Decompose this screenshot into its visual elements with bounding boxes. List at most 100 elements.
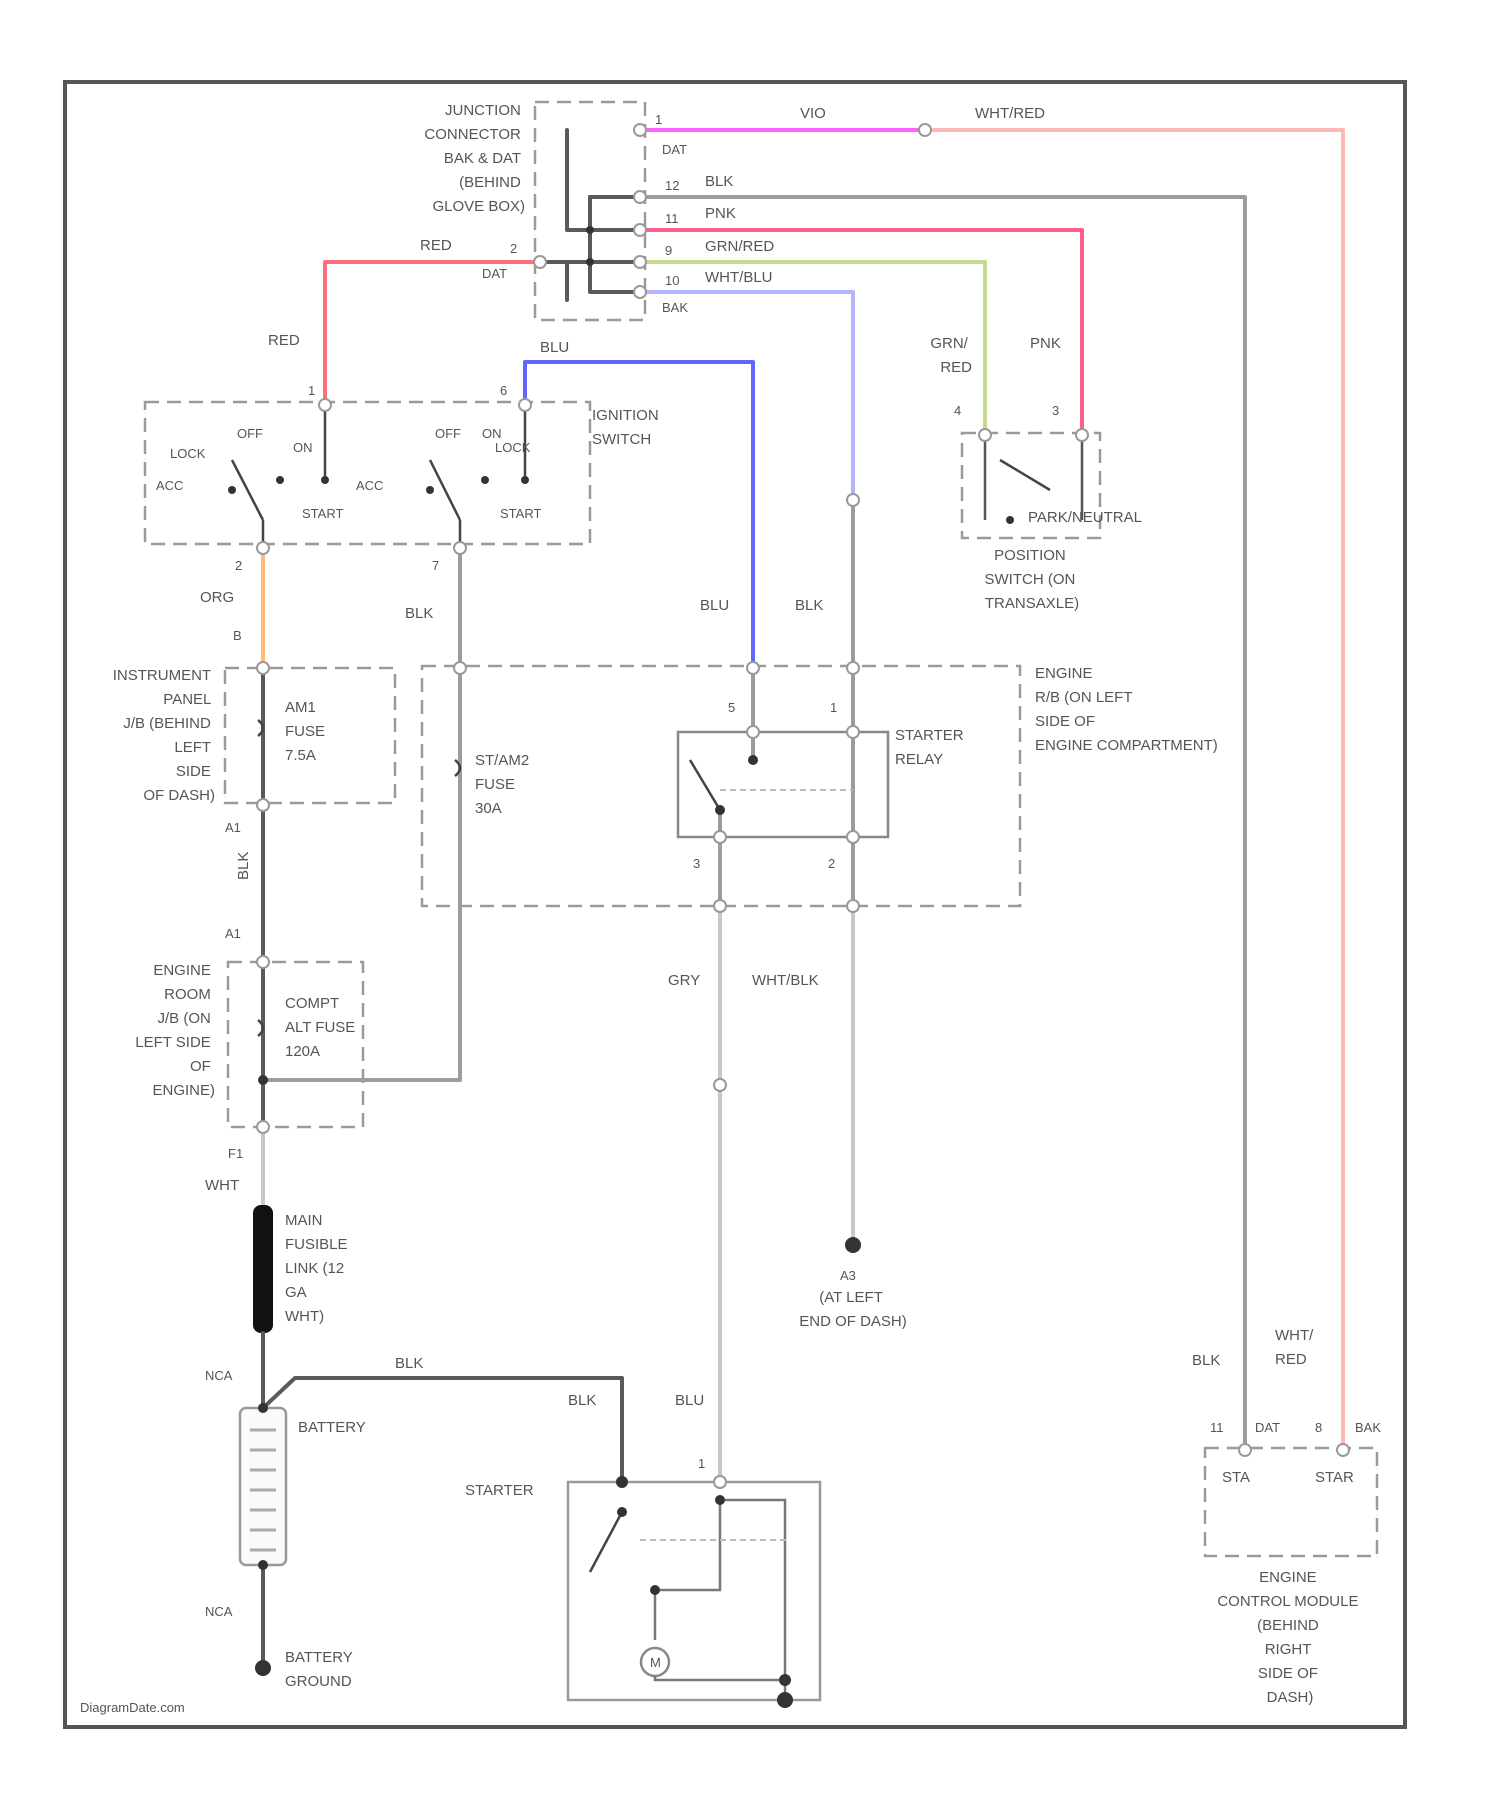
label-wht-red: WHT/RED [975, 105, 1045, 122]
junction-connector-label: JUNCTION CONNECTOR BAK & DAT (BEHIND GLO… [424, 102, 525, 215]
ignition-right-blade [430, 460, 460, 520]
label-blk-ign: BLK [405, 605, 433, 622]
label-blu-mid: BLU [700, 597, 729, 614]
ign-right-acc: ACC [356, 478, 383, 493]
starter-relay-label: STARTER RELAY [895, 727, 968, 768]
pin-ground-a3: A3 [840, 1268, 856, 1283]
watermark: DiagramDate.com [80, 1700, 185, 1715]
ign-left-start: START [302, 506, 343, 521]
engine-room-jb-label: ENGINE ROOM J/B (ON LEFT SIDE OF ENGINE) [135, 962, 215, 1099]
label-blu-top: BLU [540, 339, 569, 356]
pin-relay-3: 3 [693, 856, 700, 871]
ignition-switch-label: IGNITION SWITCH [592, 407, 663, 448]
fusible-link [253, 1205, 273, 1333]
wire-wht-red [925, 130, 1343, 1450]
position-switch-label: POSITION SWITCH (ON TRANSAXLE) [985, 547, 1080, 612]
label-wht-blk: WHT/BLK [752, 972, 819, 989]
pin-jc-10: 10 [665, 273, 679, 288]
label-blk-ecm: BLK [1192, 1352, 1220, 1369]
pin-ign-7: 7 [432, 558, 439, 573]
instrument-panel-jb-label: INSTRUMENT PANEL J/B (BEHIND LEFT SIDE O… [113, 667, 215, 804]
pin-fuse-f1: F1 [228, 1146, 243, 1161]
pin-ecm-dat: DAT [1255, 1420, 1280, 1435]
pin-nca-1: NCA [205, 1368, 233, 1383]
starter-ground-symbol [777, 1692, 793, 1708]
junction-bus [567, 130, 590, 300]
battery-ground-label: BATTERY GROUND [285, 1649, 357, 1690]
pin-jc-2: 2 [510, 241, 517, 256]
label-org: ORG [200, 589, 234, 606]
starter-contact [590, 1512, 622, 1572]
label-blk-12: BLK [705, 173, 733, 190]
label-wht-blu-10: WHT/BLU [705, 269, 773, 286]
label-grn-red-stack: GRN/ RED [930, 335, 972, 376]
alt-fuse-label: COMPT ALT FUSE 120A [285, 995, 359, 1060]
wire-red [325, 262, 540, 405]
ign-right-start: START [500, 506, 541, 521]
wire-blk-12 [640, 197, 1245, 1450]
label-red-top: RED [420, 237, 452, 254]
ign-left-lock: LOCK [170, 446, 206, 461]
pin-dat-2: DAT [482, 266, 507, 281]
label-blk-starter: BLK [568, 1392, 596, 1409]
pin-jc-11: 11 [665, 211, 679, 226]
pin-dat-1: DAT [662, 142, 687, 157]
pin-bak: BAK [662, 300, 688, 315]
starter-motor-label: M [650, 1655, 661, 1670]
relay-contact [690, 760, 720, 810]
starter-field-wire [720, 1500, 785, 1680]
connector-nodes [257, 124, 1349, 1488]
label-pnk-11: PNK [705, 205, 736, 222]
wire-wht-blu-10 [640, 292, 853, 500]
pin-fuse-b: B [233, 628, 242, 643]
ign-right-lock: LOCK [495, 440, 531, 455]
pin-relay-1: 1 [830, 700, 837, 715]
label-blk-batt: BLK [395, 1355, 423, 1372]
pin-ign-2: 2 [235, 558, 242, 573]
engine-rb-label: ENGINE R/B (ON LEFT SIDE OF ENGINE COMPA… [1035, 665, 1218, 754]
ign-left-on: ON [293, 440, 313, 455]
am1-fuse-label: AM1 FUSE 7.5A [285, 699, 329, 764]
battery-body [240, 1408, 286, 1565]
ecm-box [1205, 1448, 1377, 1556]
fusible-link-label: MAIN FUSIBLE LINK (12 GA WHT) [285, 1212, 352, 1325]
battery-label: BATTERY [298, 1419, 366, 1436]
pin-jc-12: 12 [665, 178, 679, 193]
ignition-switch-box [145, 402, 590, 544]
pin-nca-2: NCA [205, 1604, 233, 1619]
ign-left-acc: ACC [156, 478, 183, 493]
starter-relay-box [678, 732, 888, 837]
ecm-label: ENGINE CONTROL MODULE (BEHIND RIGHT SIDE… [1217, 1569, 1362, 1706]
ign-right-on: ON [482, 426, 502, 441]
pin-relay-2: 2 [828, 856, 835, 871]
starter-ground-wire [655, 1676, 785, 1700]
ecm-star-label: STAR [1315, 1469, 1354, 1486]
pin-jc-9: 9 [665, 243, 672, 258]
battery-ground-symbol [255, 1660, 271, 1676]
label-blk-mid: BLK [795, 597, 823, 614]
pin-starter-1: 1 [698, 1456, 705, 1471]
label-red-left: RED [268, 332, 300, 349]
ignition-left-blade [232, 460, 263, 520]
pin-pos-3: 3 [1052, 403, 1059, 418]
pin-fuse-a1b: A1 [225, 926, 241, 941]
pin-fuse-a1: A1 [225, 820, 241, 835]
pin-ecm-bak: BAK [1355, 1420, 1381, 1435]
ecm-sta-label: STA [1222, 1469, 1250, 1486]
label-vio: VIO [800, 105, 826, 122]
ground-a3-label: (AT LEFT END OF DASH) [799, 1289, 907, 1330]
pin-ign-1: 1 [308, 383, 315, 398]
starter-label: STARTER [465, 1482, 534, 1499]
pin-ecm-8: 8 [1315, 1420, 1322, 1435]
ground-a3-symbol [845, 1237, 861, 1253]
pin-relay-5: 5 [728, 700, 735, 715]
label-grn-red-9: GRN/RED [705, 238, 774, 255]
label-wht-red-ecm: WHT/ RED [1275, 1327, 1318, 1368]
st-am2-fuse-label: ST/AM2 FUSE 30A [475, 752, 533, 817]
label-wht: WHT [205, 1177, 239, 1194]
pin-ign-6: 6 [500, 383, 507, 398]
label-blk-vert: BLK [235, 852, 252, 880]
junction-bus-2 [590, 197, 640, 292]
pin-ecm-11: 11 [1210, 1420, 1224, 1435]
